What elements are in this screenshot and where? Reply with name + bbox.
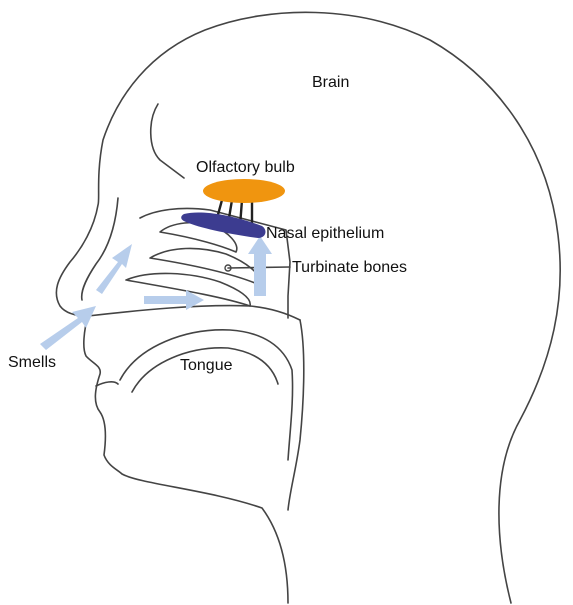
label-smells: Smells — [8, 354, 56, 372]
head-outline — [56, 12, 560, 603]
nasal-bridge-line — [82, 198, 118, 300]
label-turbinate-bones: Turbinate bones — [292, 259, 407, 277]
label-tongue: Tongue — [180, 357, 233, 375]
label-brain: Brain — [312, 74, 349, 92]
label-nasal-epithelium: Nasal epithelium — [266, 225, 384, 243]
palate-line — [88, 306, 300, 320]
airflow-arrow-up-back — [248, 236, 272, 296]
label-olfactory-bulb: Olfactory bulb — [196, 159, 295, 177]
airflow-arrow-up-front — [96, 244, 132, 294]
mouth-line — [96, 382, 118, 386]
olfactory-bulb-shape — [203, 179, 285, 203]
pharynx-wall — [288, 320, 304, 510]
inner-skull-curve — [151, 104, 184, 178]
